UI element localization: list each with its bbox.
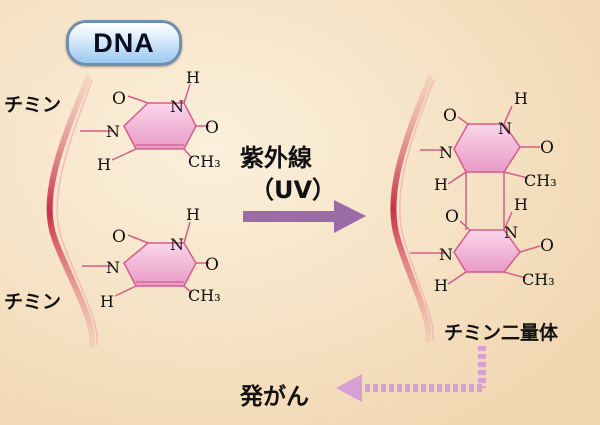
atom-o: O — [540, 138, 554, 158]
thymine-dimer-molecule — [410, 105, 541, 285]
dna-strand-right-highlight — [398, 79, 435, 341]
thymine-dimer-label: チミン二量体 — [444, 322, 559, 344]
thymine-label-bottom: チミン — [4, 291, 62, 313]
atom-h: H — [514, 195, 528, 214]
atom-n: N — [170, 235, 184, 254]
thymine-label-top: チミン — [4, 94, 62, 116]
uv-reaction-arrow — [243, 200, 366, 233]
carcinogenesis-label: 発がん — [240, 384, 309, 410]
atom-o: O — [445, 207, 459, 227]
atom-o: O — [443, 106, 457, 126]
uv-abbrev-label: （UV） — [250, 176, 337, 204]
atom-n: N — [106, 258, 120, 277]
atom-o: O — [205, 118, 219, 138]
atom-h: H — [186, 205, 200, 224]
atom-n: N — [504, 223, 518, 242]
atom-h: H — [434, 175, 448, 194]
atom-o: O — [112, 89, 126, 109]
atom-h: H — [514, 89, 528, 108]
atom-h: H — [434, 276, 448, 295]
dna-badge: DNA — [66, 20, 182, 66]
thymine-ring-top — [123, 102, 197, 150]
atom-h: H — [186, 68, 200, 87]
atom-n: N — [106, 122, 120, 141]
dna-strand-left — [46, 75, 96, 348]
atom-o: O — [540, 236, 554, 256]
atom-o: O — [205, 255, 219, 275]
atom-n: N — [439, 245, 453, 264]
atom-o: O — [112, 227, 126, 247]
atom-n: N — [439, 143, 453, 162]
thymine-molecule-bottom — [82, 221, 209, 297]
atom-h: H — [100, 292, 114, 311]
atom-ch3: CH₃ — [188, 286, 221, 305]
atom-n: N — [170, 97, 184, 116]
atom-ch3: CH₃ — [522, 270, 555, 289]
thymine-molecule-top — [80, 83, 209, 161]
dna-strand-left-highlight — [56, 79, 98, 346]
atom-n: N — [498, 119, 512, 138]
thymine-ring-bottom — [123, 242, 197, 287]
atom-h: H — [97, 155, 111, 174]
atom-ch3: CH₃ — [188, 152, 221, 171]
dna-strand-right — [390, 75, 433, 343]
dotted-arrow-to-cancer — [336, 346, 486, 402]
atom-ch3: CH₃ — [524, 171, 557, 190]
uv-label: 紫外線 — [240, 144, 312, 172]
